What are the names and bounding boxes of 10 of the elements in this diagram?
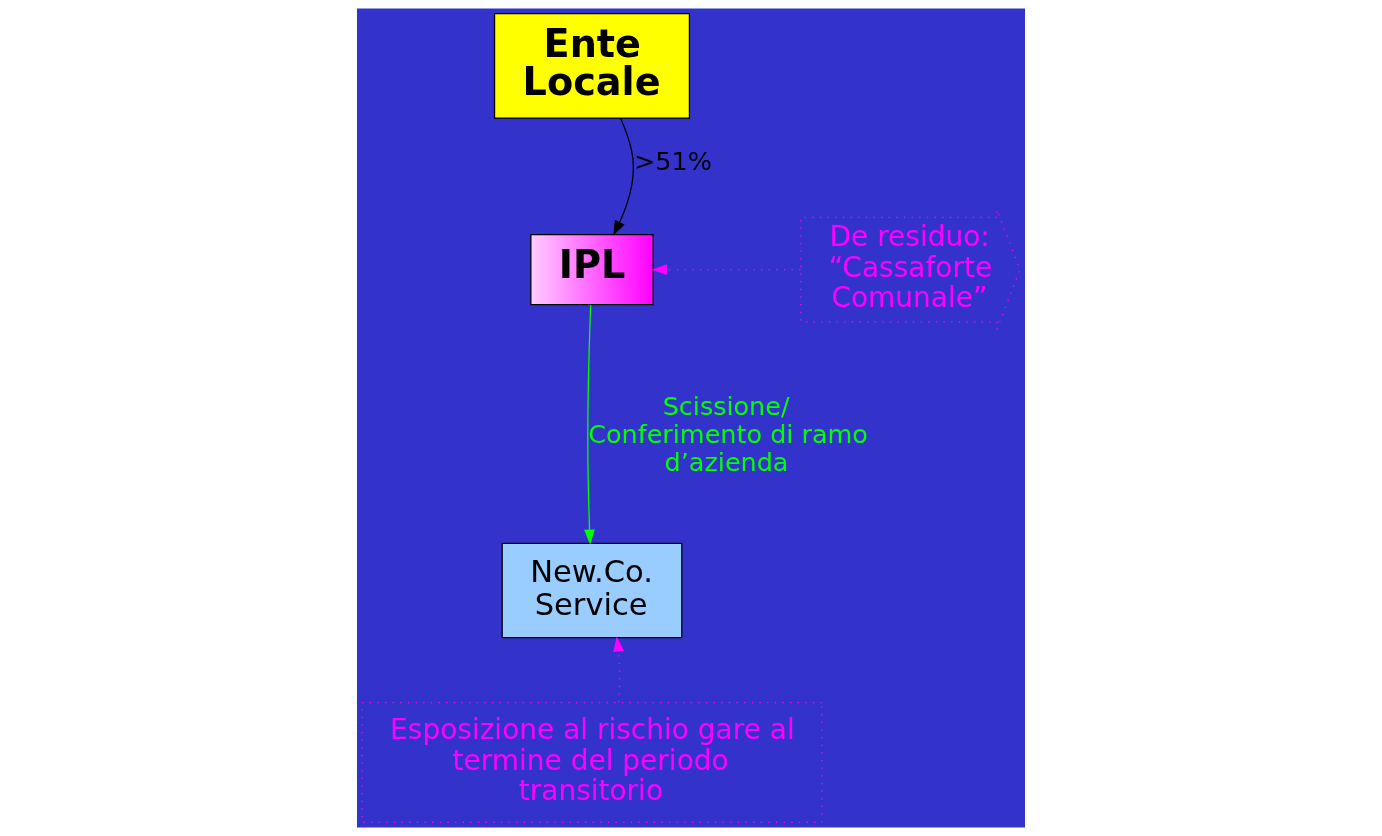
arrow	[651, 264, 802, 275]
node-box: Ente Locale	[493, 13, 691, 119]
arrow	[613, 117, 634, 236]
arrow	[613, 636, 624, 703]
edge-label: Scissione/ Conferimento di ramo d’azienda	[588, 390, 868, 477]
node-box: New.Co. Service	[501, 542, 683, 639]
node-box: IPL	[530, 233, 654, 306]
edge-label: >51%	[634, 146, 712, 177]
node-box: Esposizione al rischio gare al termine del periodo transitorio	[361, 702, 823, 823]
arrow	[584, 304, 595, 545]
